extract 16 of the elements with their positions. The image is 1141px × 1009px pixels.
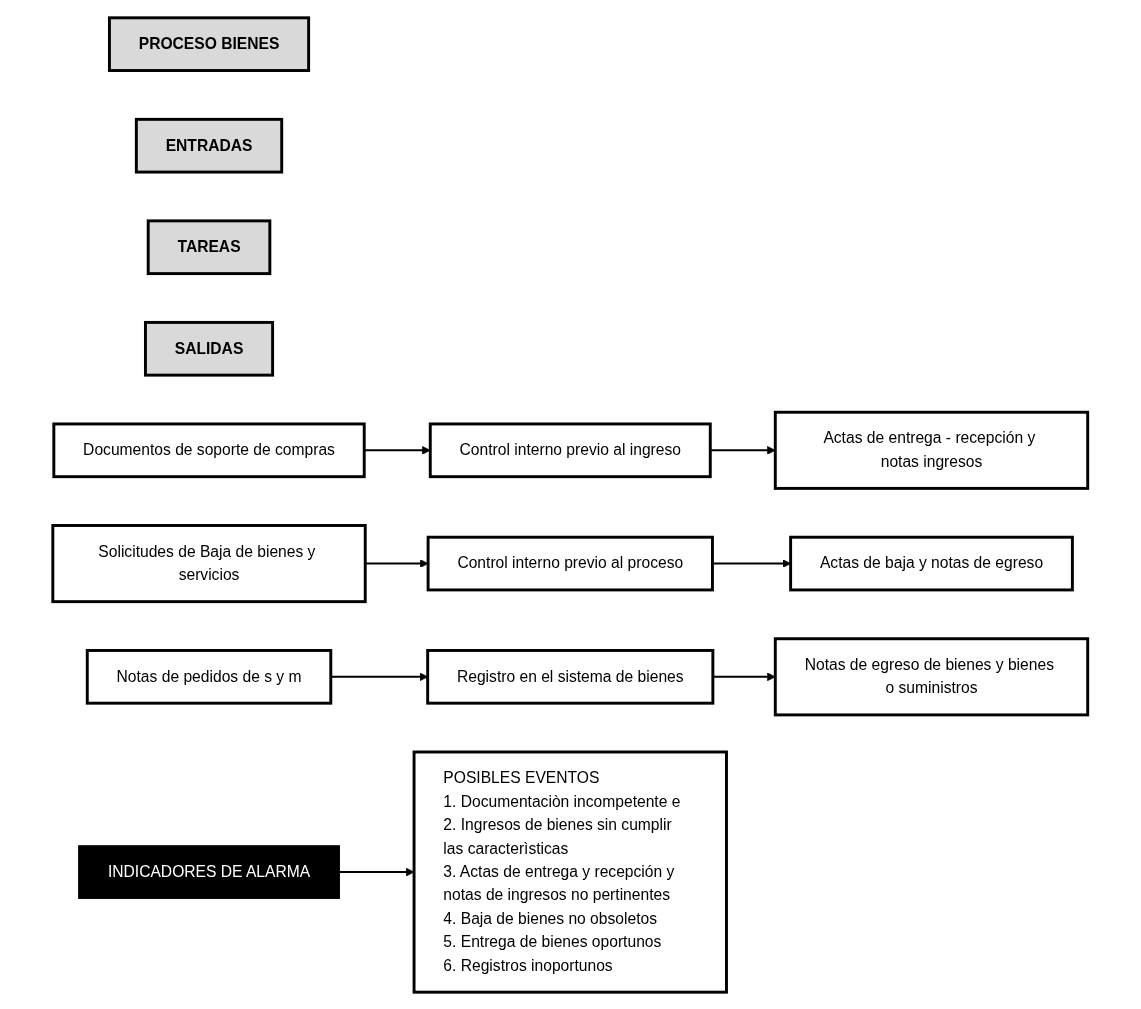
node-box: POSIBLES EVENTOS 1. Documentaciòn incompetente e 2. Ingresos de bienes sin cumplir las caracterìsticas 3. Actas de entrega y recepción y notas de ingresos no pertinentes 4. Baja de bienes no obsoletos 5. Entrega de bienes oportunos 6. Registros inoportunos [412,750,729,994]
node-box: Actas de baja y notas de egreso [789,535,1075,591]
node-box: Control interno previo al proceso [426,535,715,591]
arrow [338,867,415,876]
node-box: TAREAS [146,218,272,275]
node-box: ENTRADAS [135,117,284,174]
node-box: Notas de egreso de bienes y bienes o suministros [774,636,1090,716]
node-box: Actas de entrega - recepción y notas ingresos [774,410,1090,490]
node-box: Registro en el sistema de bienes [426,648,715,705]
node-box: Notas de pedidos de s y m [86,648,333,705]
node-box: Solicitudes de Baja de bienes y servicios [51,523,367,603]
node-box: SALIDAS [144,320,275,377]
node-box: INDICADORES DE ALARMA [78,844,341,899]
node-box: Control interno previo al ingreso [429,422,712,478]
node-box: Documentos de soporte de compras [52,422,366,478]
node-box: PROCESO BIENES [108,15,311,72]
